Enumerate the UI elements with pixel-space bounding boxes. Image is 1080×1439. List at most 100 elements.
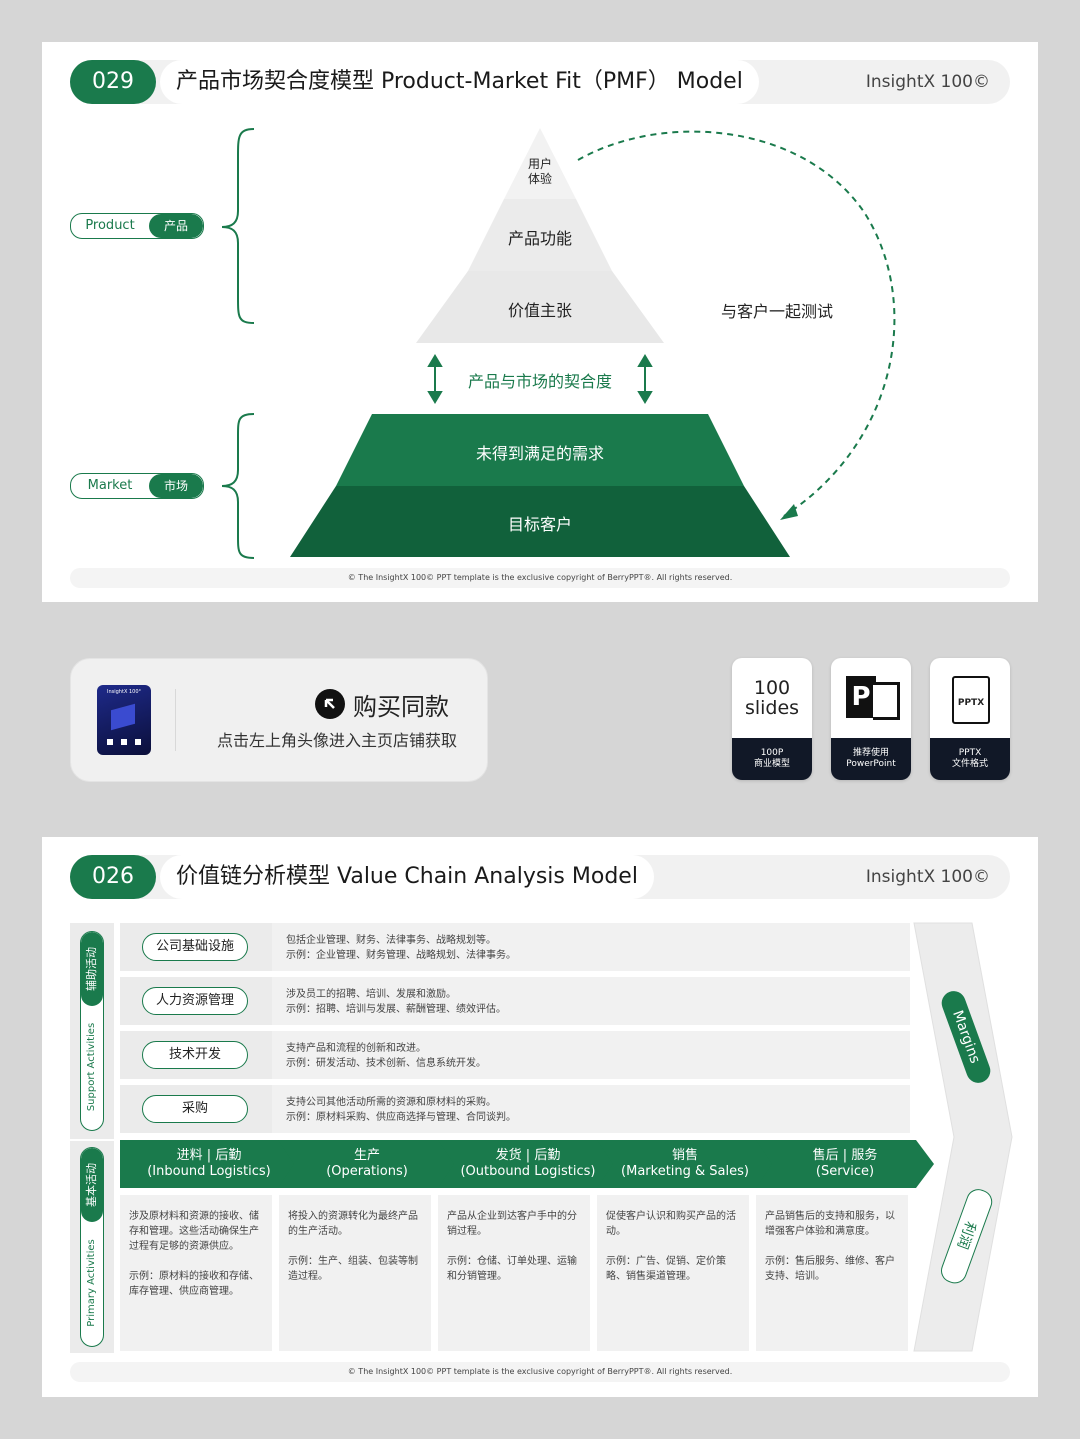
primary-label-service: 售后 | 服务(Service) (770, 1148, 920, 1198)
primary-col: 将投入的资源转化为最终产品的生产活动。示例：生产、组装、包装等制造过程。 (279, 1195, 431, 1351)
product-tag-en: Product (85, 218, 135, 233)
primary-title-zh: 销售 (671, 1148, 698, 1163)
primary-example: 示例：生产、组装、包装等制造过程。 (288, 1256, 418, 1282)
tile-pptx-line2: 文件格式 (951, 759, 988, 769)
primary-title-zh: 生产 (353, 1148, 380, 1163)
product-tag-zh: 产品 (149, 214, 203, 238)
pyramid-tier-2 (468, 199, 612, 271)
pyramid-chart (290, 128, 896, 557)
primary-title-en: (Operations) (326, 1164, 408, 1179)
product-tag: Product 产品 (70, 213, 204, 239)
chevron-service (756, 1140, 934, 1188)
slide-footer: © The InsightX 100© PPT template is the … (70, 568, 1010, 588)
support-row-title: 技术开发 (142, 1041, 248, 1069)
pyramid-tier-3 (416, 271, 664, 343)
test-loop-arrowhead-icon (780, 504, 798, 520)
tile-slides-line2: 商业模型 (753, 759, 790, 769)
arrow-up-left-icon (315, 689, 345, 719)
pyramid-label-3: 价值主张 (507, 301, 572, 320)
product-brace-icon (221, 128, 255, 324)
slide-header: 026 价值链分析模型 Value Chain Analysis Model I… (70, 855, 1010, 899)
test-loop-arrow (577, 130, 896, 517)
pyramid-tier-1 (504, 128, 576, 199)
support-row: 人力资源管理 涉及员工的招聘、培训、发展和激励。示例：招聘、培训与发展、薪酬管理… (120, 977, 910, 1025)
primary-col: 促使客户认识和购买产品的活动。示例：广告、促销、定价策略、销售渠道管理。 (597, 1195, 749, 1351)
pyramid-label-1: 用户 体验 (527, 157, 552, 186)
slide-number: 026 (70, 855, 156, 899)
primary-example: 示例：售后服务、维修、客户支持、培训。 (765, 1256, 895, 1282)
tile-ppt-line1: 推荐使用 (852, 748, 889, 758)
fit-arrow-left-icon (427, 354, 443, 404)
pyramid-label-2: 产品功能 (507, 229, 572, 248)
support-row: 公司基础设施 包括企业管理、财务、法律事务、战略规划等。示例：企业管理、财务管理… (120, 923, 910, 971)
buy-hint: 点击左上角头像进入主页店铺获取 (216, 731, 457, 750)
primary-label-inbound: 进料 | 后勤(Inbound Logistics) (134, 1148, 284, 1198)
chevron-operations (278, 1140, 458, 1188)
pyramid-tier-5 (336, 414, 744, 486)
test-with-customer-label: 与客户一起测试 (720, 302, 833, 321)
support-activities-bar: 辅助活动 Support Activities (80, 931, 104, 1131)
primary-title-zh: 发货 | 后勤 (495, 1148, 561, 1163)
market-tag-en: Market (87, 478, 133, 493)
pyramid-label-5: 未得到满足的需求 (475, 444, 604, 463)
primary-label-outbound: 发货 | 后勤(Outbound Logistics) (450, 1148, 606, 1198)
dot-icon (135, 739, 141, 745)
support-row-desc: 涉及员工的招聘、培训、发展和激励。 (286, 989, 456, 1000)
brand-label: InsightX 100© (865, 867, 990, 887)
support-row-desc: 支持公司其他活动所需的资源和原材料的采购。 (286, 1097, 496, 1108)
primary-title-en: (Service) (815, 1164, 875, 1179)
value-chain-shapes (120, 922, 1013, 1352)
powerpoint-icon: P (846, 676, 876, 718)
tile-slides-count: 100 slides (744, 677, 800, 719)
cube-icon (111, 703, 135, 731)
primary-title-zh: 售后 | 服务 (812, 1148, 878, 1163)
divider (175, 689, 176, 751)
chevron-inbound (120, 1140, 300, 1188)
support-row: 技术开发 支持产品和流程的创新和改进。示例：研发活动、技术创新、信息系统开发。 (120, 1031, 910, 1079)
primary-title-en: (Inbound Logistics) (147, 1164, 271, 1179)
slide-title: 产品市场契合度模型 Product-Market Fit（PMF） Model (160, 60, 759, 104)
support-row-example: 示例：原材料采购、供应商选择与管理、合同谈判。 (286, 1112, 516, 1123)
support-row-title: 采购 (142, 1095, 248, 1123)
primary-title-en: (Outbound Logistics) (460, 1164, 596, 1179)
pyramid-label-6: 目标客户 (507, 515, 572, 534)
dot-icon (107, 739, 113, 745)
market-tag-zh: 市场 (149, 474, 203, 498)
value-chain-slide: 026 价值链分析模型 Value Chain Analysis Model I… (42, 837, 1038, 1397)
primary-desc: 将投入的资源转化为最终产品的生产活动。 (288, 1211, 418, 1237)
tile-ppt-line2: PowerPoint (846, 759, 896, 769)
primary-activities-bar: 基本活动 Primary Activities (80, 1147, 104, 1347)
support-row-title: 公司基础设施 (142, 933, 248, 961)
primary-col: 产品销售后的支持和服务，以增强客户体验和满意度。示例：售后服务、维修、客户支持、… (756, 1195, 908, 1351)
product-thumbnail: InsightX 100° (97, 685, 151, 755)
margins-chevron (913, 922, 1013, 1352)
tile-pptx-line1: PPTX (958, 748, 982, 758)
fit-arrow-right-icon (637, 354, 653, 404)
primary-example: 示例：仓储、订单处理、运输和分销管理。 (447, 1256, 577, 1282)
file-icon: PPTX (952, 676, 990, 724)
primary-desc: 促使客户认识和购买产品的活动。 (606, 1211, 736, 1237)
slide-page-icon (873, 682, 900, 720)
brand-label: InsightX 100© (865, 72, 990, 92)
pyramid-tier-6 (290, 486, 790, 557)
buy-same-label[interactable]: 购买同款 (353, 693, 449, 721)
market-tag: Market 市场 (70, 473, 204, 499)
tile-slides-line1: 100P (760, 748, 784, 758)
chevron-marketing (597, 1140, 777, 1188)
primary-col: 产品从企业到达客户手中的分销过程。示例：仓储、订单处理、运输和分销管理。 (438, 1195, 590, 1351)
support-row-title: 人力资源管理 (142, 987, 248, 1015)
promo-card[interactable]: InsightX 100° 购买同款 点击左上角头像进入主页店铺获取 (70, 658, 488, 782)
primary-title-en: (Marketing & Sales) (621, 1164, 749, 1179)
primary-label-operations: 生产(Operations) (292, 1148, 442, 1198)
market-brace-icon (221, 413, 255, 559)
pmf-slide: 029 产品市场契合度模型 Product-Market Fit（PMF） Mo… (42, 42, 1038, 602)
primary-example: 示例：原材料的接收和存储、库存管理、供应商管理。 (129, 1271, 259, 1297)
file-icon-label: PPTX (957, 698, 985, 708)
support-row-desc: 包括企业管理、财务、法律事务、战略规划等。 (286, 935, 496, 946)
slide-header: 029 产品市场契合度模型 Product-Market Fit（PMF） Mo… (70, 60, 1010, 104)
pyramid-label-4: 产品与市场的契合度 (467, 372, 612, 391)
primary-desc: 产品销售后的支持和服务，以增强客户体验和满意度。 (765, 1211, 895, 1237)
